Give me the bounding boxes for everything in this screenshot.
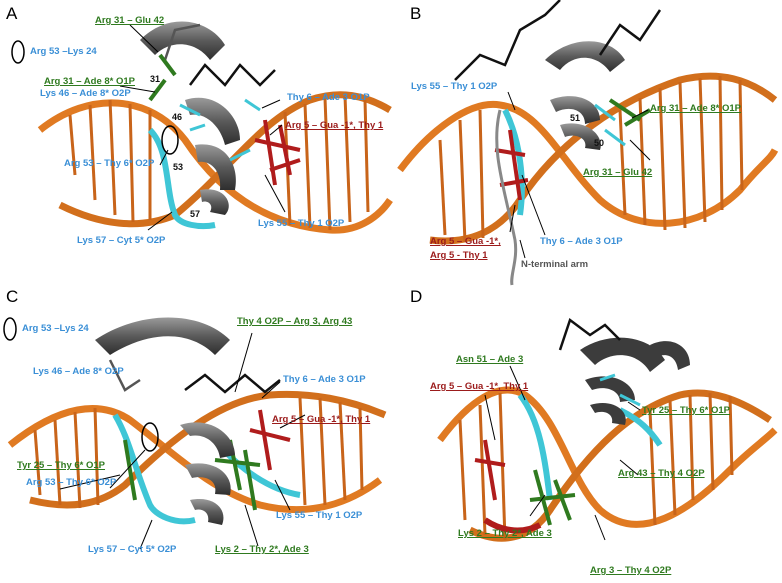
panel-a-label-thy6-ade3: Thy 6 – Ade 3 O1P <box>287 92 370 103</box>
panel-a-label-lys55-thy1: Lys 55 – Thy 1 O2P <box>258 218 345 229</box>
panel-a-label-arg5-gua: Arg 5 – Gua -1*, Thy 1 <box>285 120 384 131</box>
panel-c-label-lys55-thy1: Lys 55 – Thy 1 O2P <box>276 510 363 521</box>
panel-b-label-thy6-ade3: Thy 6 – Ade 3 O1P <box>540 236 623 247</box>
panel-c-label-lys57-cyt5: Lys 57 – Cyt 5* O2P <box>88 544 177 555</box>
panel-d-label-lys2-thy2: Lys 2 – Thy 2*, Ade 3 <box>458 528 552 539</box>
panel-a-residue-46: 46 <box>172 112 183 122</box>
panel-d-structure <box>437 317 778 542</box>
panel-letter-c: C <box>6 287 19 306</box>
panel-a-residue-57: 57 <box>190 209 201 219</box>
panel-b-label-arg31-ade8: Arg 31 – Ade 8* O1P <box>650 103 741 114</box>
panel-b-structure <box>397 0 779 286</box>
panel-b-label-arg31-glu42: Arg 31 – Glu 42 <box>583 167 653 178</box>
panel-d-label-arg43-thy4: Arg 43 – Thy 4 O2P <box>618 468 705 479</box>
panel-c-label-thy6-ade3: Thy 6 – Ade 3 O1P <box>283 374 366 385</box>
panel-b-residue-51: 51 <box>570 113 581 123</box>
panel-b-label-n-terminal-arm: N-terminal arm <box>521 259 589 270</box>
panel-c-structure <box>3 317 387 550</box>
panel-b-residue-50: 50 <box>594 138 605 148</box>
panel-letter-b: B <box>410 4 422 23</box>
panel-a-label-lys46-ade8: Lys 46 – Ade 8* O2P <box>40 88 131 99</box>
panel-a-label-arg31-ade8: Arg 31 – Ade 8* O1P <box>44 76 135 87</box>
panel-c-label-thy4-arg3: Thy 4 O2P – Arg 3, Arg 43 <box>237 316 353 327</box>
panel-a-structure <box>11 21 393 234</box>
panel-b-label-arg5-thy1: Arg 5 - Thy 1 <box>430 250 488 261</box>
panel-d-label-arg3-thy4: Arg 3 – Thy 4 O2P <box>590 565 672 576</box>
panel-c-label-arg53-thy6: Arg 53 – Thy 6* O2P <box>26 477 117 488</box>
panel-a-label-lys57-cyt5: Lys 57 – Cyt 5* O2P <box>77 235 166 246</box>
panel-letter-d: D <box>410 287 423 306</box>
panel-d-label-asn51-ade3: Asn 51 – Ade 3 <box>456 354 524 365</box>
panel-c-label-arg53-lys24: Arg 53 –Lys 24 <box>22 323 89 334</box>
panel-d-label-tyr25-thy6: Tyr 25 – Thy 6* O1P <box>642 405 731 416</box>
panel-a-label-arg31-glu42: Arg 31 – Glu 42 <box>95 15 165 26</box>
panel-b-label-lys55-thy1: Lys 55 – Thy 1 O2P <box>411 81 498 92</box>
panel-a-residue-53: 53 <box>173 162 184 172</box>
panel-b-label-arg5-gua: Arg 5 – Gua -1*, <box>430 236 501 247</box>
panel-c-label-arg5-gua: Arg 5 – Gua -1*, Thy 1 <box>272 414 371 425</box>
panel-a-residue-31: 31 <box>150 74 161 84</box>
panel-c-label-lys46-ade8: Lys 46 – Ade 8* O2P <box>33 366 124 377</box>
panel-a-label-arg53-thy6: Arg 53 – Thy 6* O2P <box>64 158 155 169</box>
panel-c-label-tyr25-thy6: Tyr 25 – Thy 6* O1P <box>17 460 106 471</box>
panel-d-label-arg5-gua: Arg 5 – Gua -1*, Thy 1 <box>430 381 529 392</box>
panel-c-label-lys2-thy2: Lys 2 – Thy 2*, Ade 3 <box>215 544 309 555</box>
panel-a-label-arg53-lys24: Arg 53 –Lys 24 <box>30 46 97 57</box>
panel-letter-a: A <box>6 4 18 23</box>
